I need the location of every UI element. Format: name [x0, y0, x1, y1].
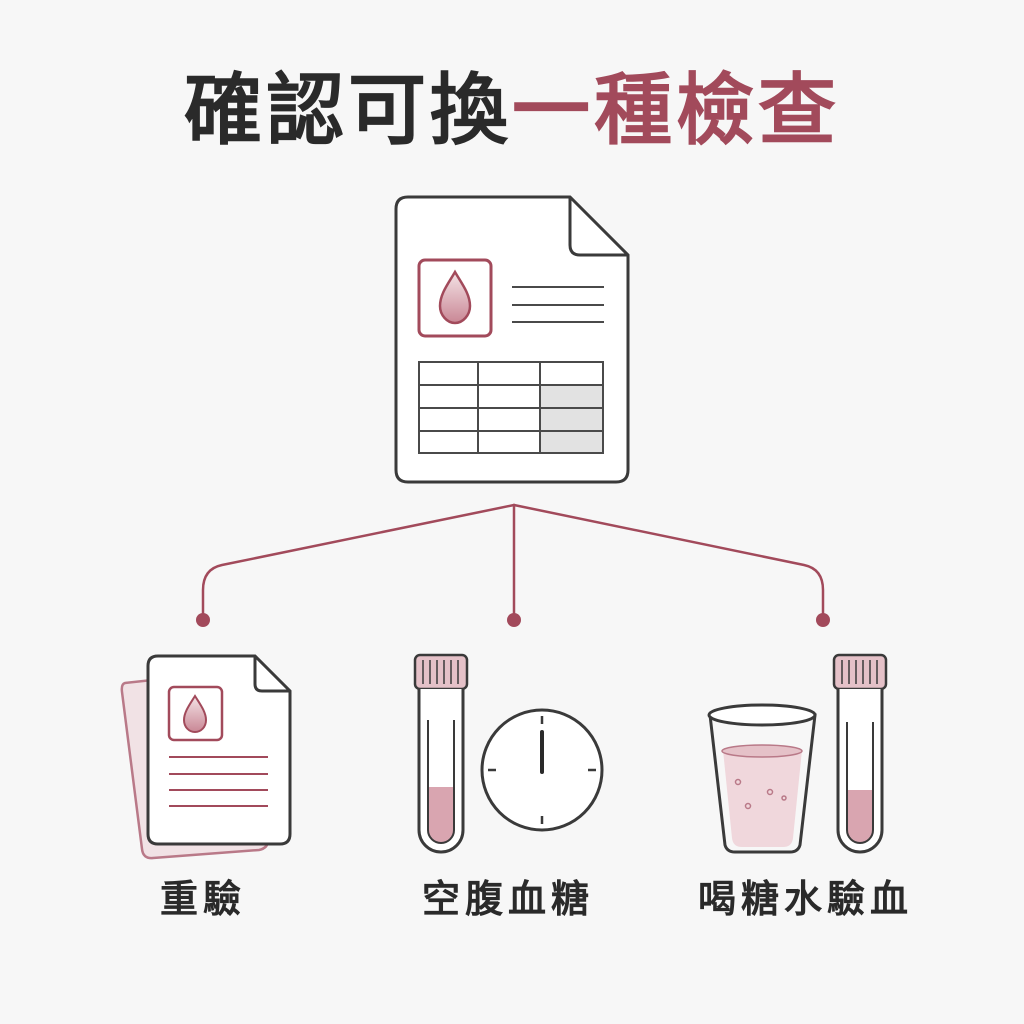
option-label-fasting-glucose: 空腹血糖	[422, 877, 595, 921]
water-glass-icon	[707, 703, 817, 854]
option-label-retest: 重驗	[160, 877, 247, 921]
page-title: 確認可換一種檢查	[0, 72, 1024, 150]
retest-document-icon	[120, 654, 292, 860]
report-text-lines	[512, 286, 604, 323]
retest-blood-drop-icon	[182, 694, 208, 734]
option-label-glucose-drink-test: 喝糖水驗血	[698, 877, 914, 921]
test-tube-icon-right	[832, 653, 888, 854]
title-part-1: 確認可換	[183, 66, 512, 156]
retest-text-lines	[169, 756, 268, 807]
report-results-table	[418, 361, 604, 454]
lab-report-icon	[394, 195, 630, 484]
test-tube-icon	[413, 653, 469, 854]
blood-drop-icon	[438, 269, 472, 325]
branch-node-right	[816, 613, 830, 627]
branch-node-left	[196, 613, 210, 627]
clock-icon	[480, 708, 604, 832]
branch-connector	[201, 503, 825, 622]
glucose-drink-blood-test-icon	[707, 653, 888, 854]
branch-node-center	[507, 613, 521, 627]
title-part-2: 一種檢查	[512, 66, 841, 156]
fasting-blood-glucose-icon	[413, 653, 604, 854]
